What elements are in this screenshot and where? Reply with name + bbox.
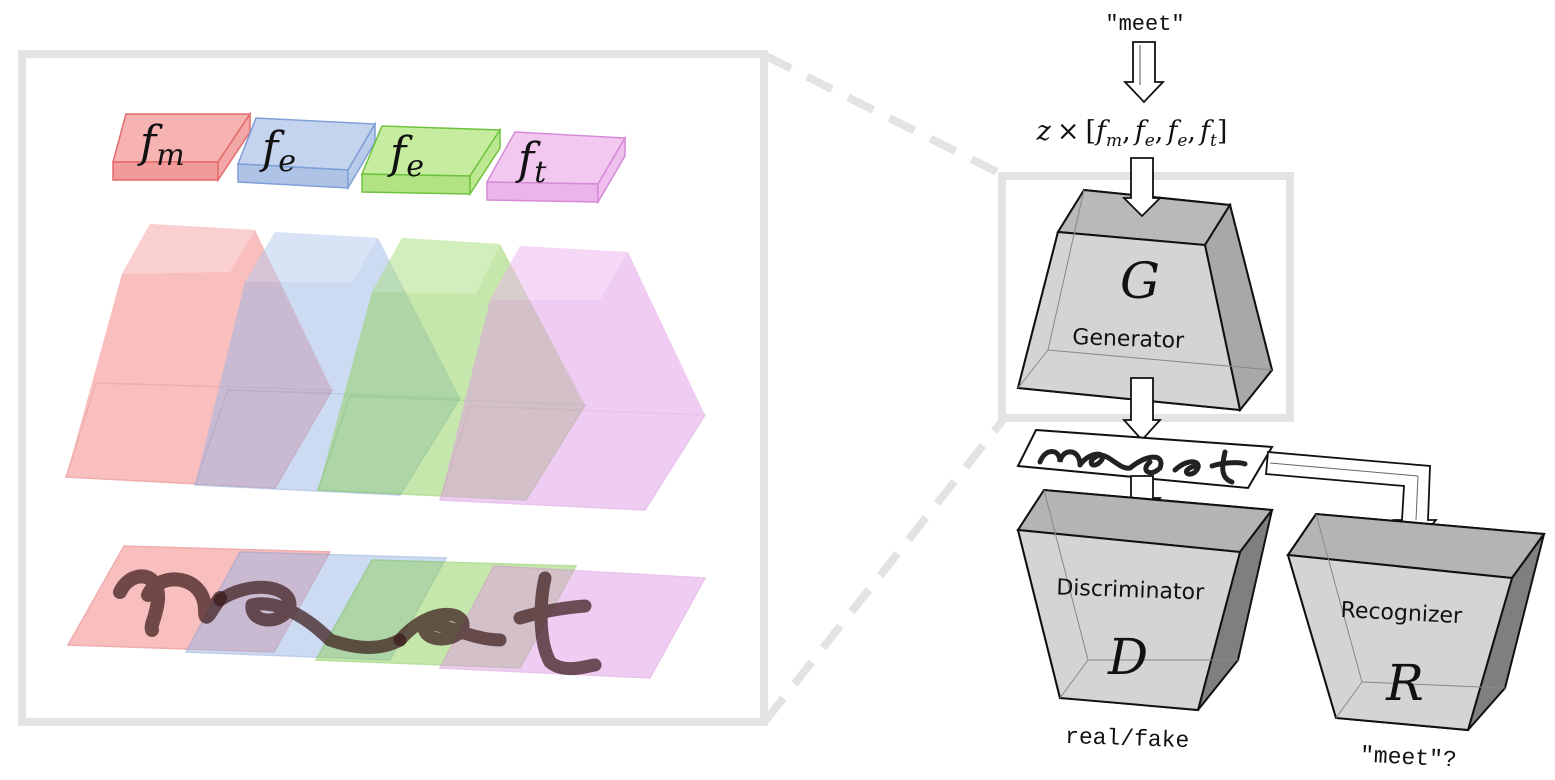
svg-text:fe: fe	[259, 123, 296, 179]
generator-block	[1016, 188, 1274, 413]
input-word: "meet"	[1105, 12, 1184, 37]
svg-text:fm: fm	[137, 117, 185, 173]
latent-vector: z×[fm,fe,fe,ft]	[1036, 116, 1228, 151]
image-patch-t	[438, 565, 707, 679]
filter-sub-t: t	[534, 155, 547, 190]
handwriting-meet-large	[113, 569, 602, 676]
zoom-connector-bottom	[762, 417, 1007, 723]
arrow-input-to-latent	[1122, 41, 1166, 104]
filter-slab-e2	[360, 125, 502, 197]
filter-sub-m: m	[156, 138, 184, 173]
arrow-generator-to-image	[1121, 377, 1163, 442]
filter-sub-e1: e	[278, 144, 296, 179]
discriminator-block	[1016, 488, 1274, 712]
discriminator-output: real/fake	[1065, 724, 1190, 754]
filter-slab-e1	[236, 117, 377, 191]
receptive-field-t	[438, 246, 707, 511]
recognizer-block	[1286, 512, 1546, 732]
zoom-connector-top	[764, 52, 1007, 180]
arrow-latent-to-generator	[1121, 157, 1163, 218]
filter-slab-t	[485, 131, 627, 205]
recognizer-output: "meet"?	[1359, 742, 1457, 773]
generated-word-image	[1016, 428, 1274, 490]
generator-label: Generator	[1072, 325, 1185, 354]
generator-symbol: G	[1120, 252, 1160, 310]
recognizer-symbol: R	[1385, 654, 1424, 712]
discriminator-label: Discriminator	[1056, 575, 1206, 605]
filter-sub-e2: e	[406, 149, 424, 184]
discriminator-symbol: D	[1107, 628, 1148, 686]
